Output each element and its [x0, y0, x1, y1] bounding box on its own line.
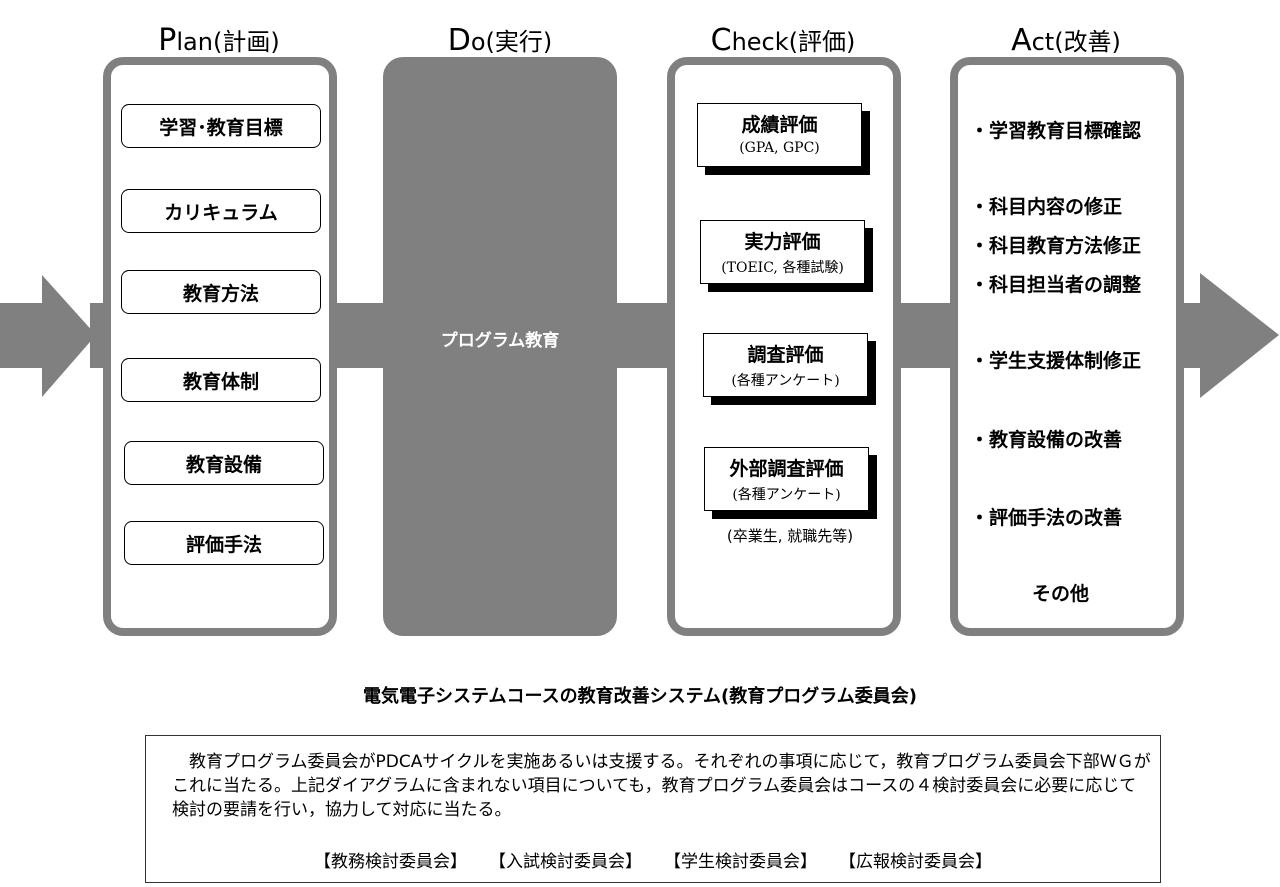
- do-column: [383, 57, 617, 636]
- plan-item: カリキュラム: [121, 189, 321, 233]
- check-item-title: 調査評価: [747, 344, 824, 366]
- header-do: Do(実行): [447, 23, 553, 58]
- check-item-title: 実力評価: [744, 231, 821, 253]
- plan-item: 評価手法: [124, 521, 324, 565]
- committee: 【入試検討委員会】: [489, 852, 642, 872]
- act-item: ・学習教育目標確認: [970, 120, 1142, 142]
- header-plan: Plan(計画): [158, 23, 280, 58]
- committee: 【広報検討委員会】: [839, 852, 992, 872]
- plan-item: 教育設備: [124, 441, 324, 485]
- header-check: Check(評価): [710, 23, 856, 58]
- diagram-caption: 電気電子システムコースの教育改善システム(教育プログラム委員会): [363, 686, 917, 707]
- check-item-sub: (GPA, GPC): [739, 140, 820, 156]
- plan-item: 教育体制: [121, 358, 321, 402]
- plan-item: 学習･教育目標: [121, 104, 321, 148]
- plan-item: 教育方法: [121, 270, 321, 314]
- check-footnote: (卒業生, 就職先等): [726, 527, 854, 545]
- note-box: 教育プログラム委員会がPDCAサイクルを実施あるいは支援する。それぞれの事項に応…: [145, 735, 1161, 883]
- act-item: ・科目教育方法修正: [970, 235, 1142, 257]
- act-item: ・科目担当者の調整: [970, 274, 1142, 296]
- check-item-title: 成績評価: [741, 114, 818, 136]
- act-item: その他: [1032, 583, 1090, 605]
- check-item-sub: (各種アンケート): [732, 487, 841, 503]
- check-item-sub: (TOEIC, 各種試験): [721, 260, 844, 276]
- left-arrow-icon: [0, 275, 96, 397]
- act-column: [950, 57, 1184, 636]
- check-item: 成績評価 (GPA, GPC): [697, 103, 862, 167]
- header-act: Act(改善): [1011, 23, 1121, 58]
- do-label: プログラム教育: [440, 331, 560, 351]
- act-item: ・学生支援体制修正: [970, 350, 1142, 372]
- committee: 【教務検討委員会】: [314, 852, 467, 872]
- check-item: 調査評価 (各種アンケート): [703, 333, 868, 397]
- check-item: 外部調査評価 (各種アンケート): [704, 447, 869, 511]
- committee-list: 【教務検討委員会】 【入試検討委員会】 【学生検討委員会】 【広報検討委員会】: [146, 847, 1160, 872]
- check-item-sub: (各種アンケート): [731, 373, 840, 389]
- note-text: 教育プログラム委員会がPDCAサイクルを実施あるいは支援する。それぞれの事項に応…: [172, 752, 1151, 820]
- act-item: ・評価手法の改善: [970, 507, 1123, 529]
- check-item-title: 外部調査評価: [729, 458, 844, 480]
- act-item: ・科目内容の修正: [970, 196, 1123, 218]
- committee: 【学生検討委員会】: [664, 852, 817, 872]
- act-item: ・教育設備の改善: [970, 429, 1123, 451]
- check-item: 実力評価 (TOEIC, 各種試験): [700, 220, 865, 284]
- right-arrow-icon: [1200, 273, 1279, 398]
